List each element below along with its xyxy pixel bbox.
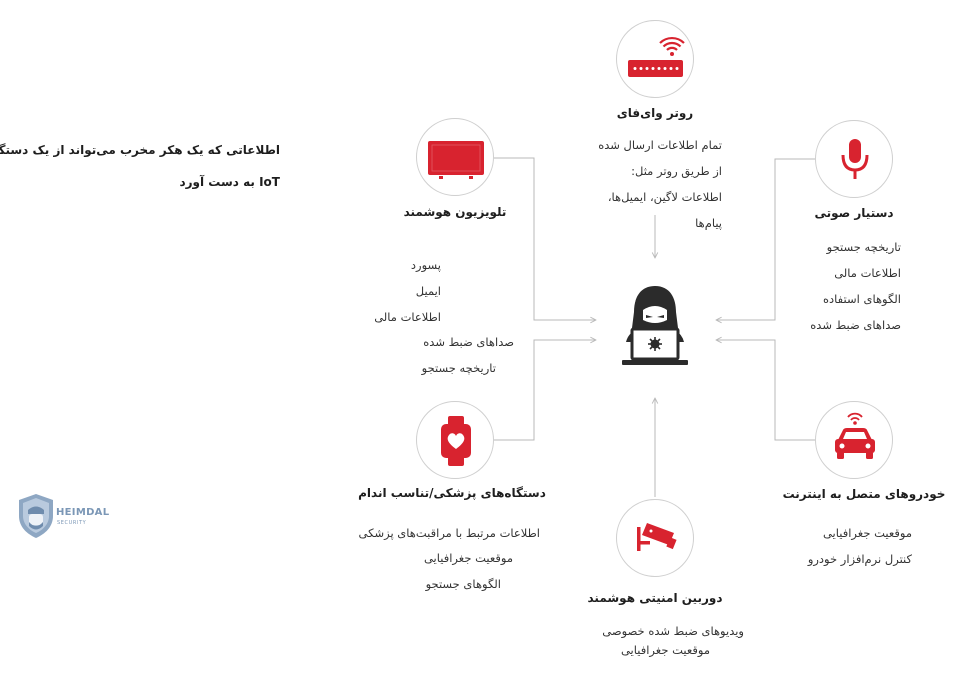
microphone-icon <box>841 139 869 179</box>
health-item-2: موقعیت جغرافیایی <box>423 551 513 565</box>
heading-line-1: اطلاعاتی که یک هکر مخرب می‌تواند از یک د… <box>0 143 280 157</box>
assistant-item-2: اطلاعات مالی <box>834 266 901 280</box>
router-circle <box>616 20 694 98</box>
car-title: خودروهای متصل به اینترنت <box>782 487 946 501</box>
assistant-title: دستیار صوتی <box>814 206 894 220</box>
tv-connector <box>494 157 596 320</box>
car-icon <box>835 412 875 459</box>
router-item-1: تمام اطلاعات ارسال شده <box>598 138 722 152</box>
tv-item-4: صداهای ضبط شده <box>423 335 514 349</box>
assistant-item-4: صداهای ضبط شده <box>810 318 901 332</box>
health-circle <box>416 401 494 479</box>
assistant-item-1: تاریخچه جستجو <box>826 240 901 254</box>
tv-item-3: اطلاعات مالی <box>374 310 441 324</box>
logo-sub: SECURITY <box>57 520 87 526</box>
car-connector <box>716 340 815 441</box>
tv-item-5: تاریخچه جستجو <box>421 361 496 375</box>
health-connector <box>494 340 596 441</box>
car-item-2: کنترل نرم‌افزار خودرو <box>807 552 912 566</box>
assistant-item-3: الگوهای استفاده <box>823 292 901 306</box>
car-circle <box>815 401 893 479</box>
camera-item-2: موقعیت جغرافیایی <box>620 643 710 657</box>
router-title: روتر وای‌فای <box>616 106 694 120</box>
health-title: دستگاه‌های پزشکی/تناسب اندام <box>358 486 546 500</box>
camera-title: دوربین امنیتی هوشمند <box>587 591 723 605</box>
router-icon <box>628 36 685 77</box>
security-camera-icon <box>637 523 677 551</box>
tv-item-2: ایمیل <box>415 284 441 298</box>
tv-item-1: پسورد <box>410 258 441 272</box>
tv-circle <box>416 118 494 196</box>
assistant-circle <box>815 120 893 198</box>
heimdal-shield-logo <box>16 492 56 540</box>
logo-name: HEIMDAL <box>56 507 110 518</box>
router-item-4: پیام‌ها <box>695 216 722 230</box>
smartwatch-icon <box>441 416 471 466</box>
assistant-connector <box>716 158 815 320</box>
router-item-2: از طریق روتر مثل: <box>631 164 722 178</box>
tv-icon <box>428 141 484 179</box>
health-item-3: الگوهای جستجو <box>425 577 501 591</box>
tv-title: تلویزیون هوشمند <box>403 205 507 219</box>
hacker-icon <box>618 282 692 368</box>
heading-line-2: IoT به دست آورد <box>179 175 280 189</box>
camera-circle <box>616 499 694 577</box>
health-item-1: اطلاعات مرتبط با مراقبت‌های پزشکی <box>358 526 540 540</box>
car-item-1: موقعیت جغرافیایی <box>822 526 912 540</box>
router-item-3: اطلاعات لاگین، ایمیل‌ها، <box>607 190 722 204</box>
camera-item-1: ویدیوهای ضبط شده خصوصی <box>602 624 744 638</box>
